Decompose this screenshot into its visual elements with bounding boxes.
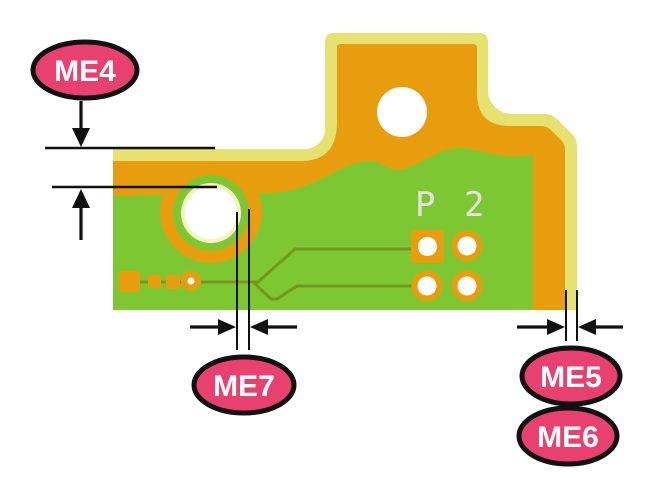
fiducial-pads — [119, 271, 201, 292]
me7-arrowhead-right — [250, 319, 268, 335]
me4-arrowhead-up — [72, 189, 90, 208]
callout-me7-bubble — [191, 354, 297, 416]
callout-me6-label: ME6 — [537, 421, 599, 454]
pad-square-large — [119, 271, 140, 292]
me5-me6-dimension — [517, 290, 623, 341]
pad-round-small-hole — [187, 277, 195, 285]
callout-me4-bubble — [30, 39, 140, 101]
pad-square-small-1 — [148, 275, 161, 288]
me5-arrowhead-left — [547, 319, 565, 335]
silkscreen-label-p2: P 2 — [415, 185, 488, 225]
callout-me6-bubble — [516, 405, 620, 467]
trace-to-round-pad — [251, 280, 420, 301]
callout-me7-label: ME7 — [213, 370, 275, 403]
solder-mask-layer — [113, 147, 533, 310]
callout-me5-label: ME5 — [540, 361, 602, 394]
callout-me5-bubble — [519, 345, 623, 407]
me4-arrowhead-down — [72, 128, 90, 147]
callout-me4: ME4 — [30, 39, 140, 101]
callout-me4-label: ME4 — [54, 55, 116, 88]
me7-dimension — [190, 209, 297, 350]
mounting-hole-tab — [377, 87, 427, 137]
pcb-board: P 2 — [113, 33, 577, 310]
me7-arrowhead-left — [218, 319, 236, 335]
pad-square-small-2 — [166, 275, 180, 289]
p2-pad-3-hole — [417, 276, 437, 296]
me5-arrowhead-right — [578, 319, 596, 335]
p2-pad-4-hole — [457, 276, 477, 296]
callout-me7: ME7 — [191, 354, 297, 416]
connector-p2-pads — [411, 230, 483, 302]
callout-me6: ME6 — [516, 405, 620, 467]
mounting-hole-left — [185, 187, 237, 239]
trace-to-square-pad — [191, 247, 412, 284]
me4-dimension — [45, 101, 217, 240]
p2-pad-2-hole — [457, 236, 477, 256]
p2-pad-1-hole — [418, 237, 437, 256]
callout-me5: ME5 — [519, 345, 623, 407]
